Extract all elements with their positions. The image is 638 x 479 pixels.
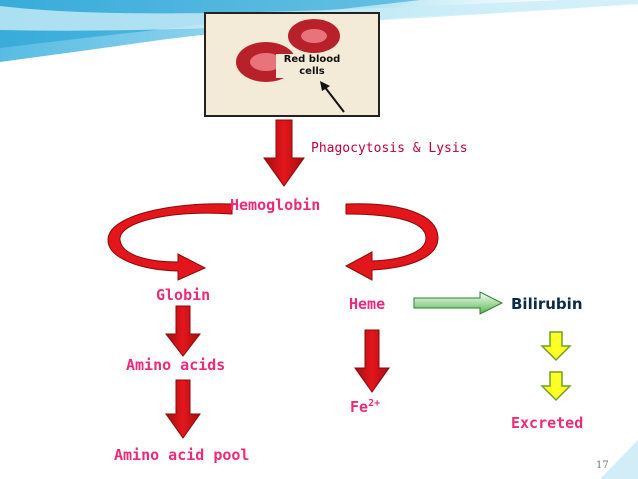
- slide-number: 17: [596, 460, 609, 471]
- globin-label: Globin: [156, 286, 211, 304]
- fe-charge: 2+: [368, 398, 381, 409]
- pointer-arrowhead: [320, 81, 330, 91]
- down-arrow-phagocytosis: [263, 119, 305, 187]
- yellow-arrow-1: [540, 331, 572, 362]
- image-label-line1: Red blood: [283, 54, 341, 65]
- blood-cell-center: [301, 29, 327, 43]
- bilirubin-label: Bilirubin: [511, 295, 583, 313]
- right-arrow-heme-bilirubin: [413, 291, 504, 315]
- blood-cell-center: [250, 53, 282, 71]
- hemoglobin-label: Hemoglobin: [230, 196, 321, 214]
- phagocytosis-lysis-label: Phagocytosis & Lysis: [311, 141, 468, 156]
- amino-acids-label: Amino acids: [126, 356, 226, 374]
- image-label: Red blood cells: [276, 54, 348, 78]
- yellow-arrow-2: [540, 371, 572, 402]
- curved-arrow-left: [107, 203, 233, 281]
- image-label-line2: cells: [299, 66, 325, 77]
- pointer-line: [323, 85, 345, 113]
- down-arrow-globin: [164, 305, 202, 357]
- curved-arrow-right: [344, 203, 439, 281]
- amino-acid-pool-label: Amino acid pool: [114, 446, 250, 464]
- heme-label: Heme: [349, 295, 386, 313]
- down-arrow-amino-acids: [165, 379, 201, 439]
- down-arrow-heme: [354, 329, 390, 393]
- fe-symbol: Fe: [350, 398, 369, 416]
- excreted-label: Excreted: [511, 414, 584, 432]
- red-blood-cells-image: Red blood cells: [204, 12, 380, 117]
- fe2-label: Fe2+: [350, 398, 380, 416]
